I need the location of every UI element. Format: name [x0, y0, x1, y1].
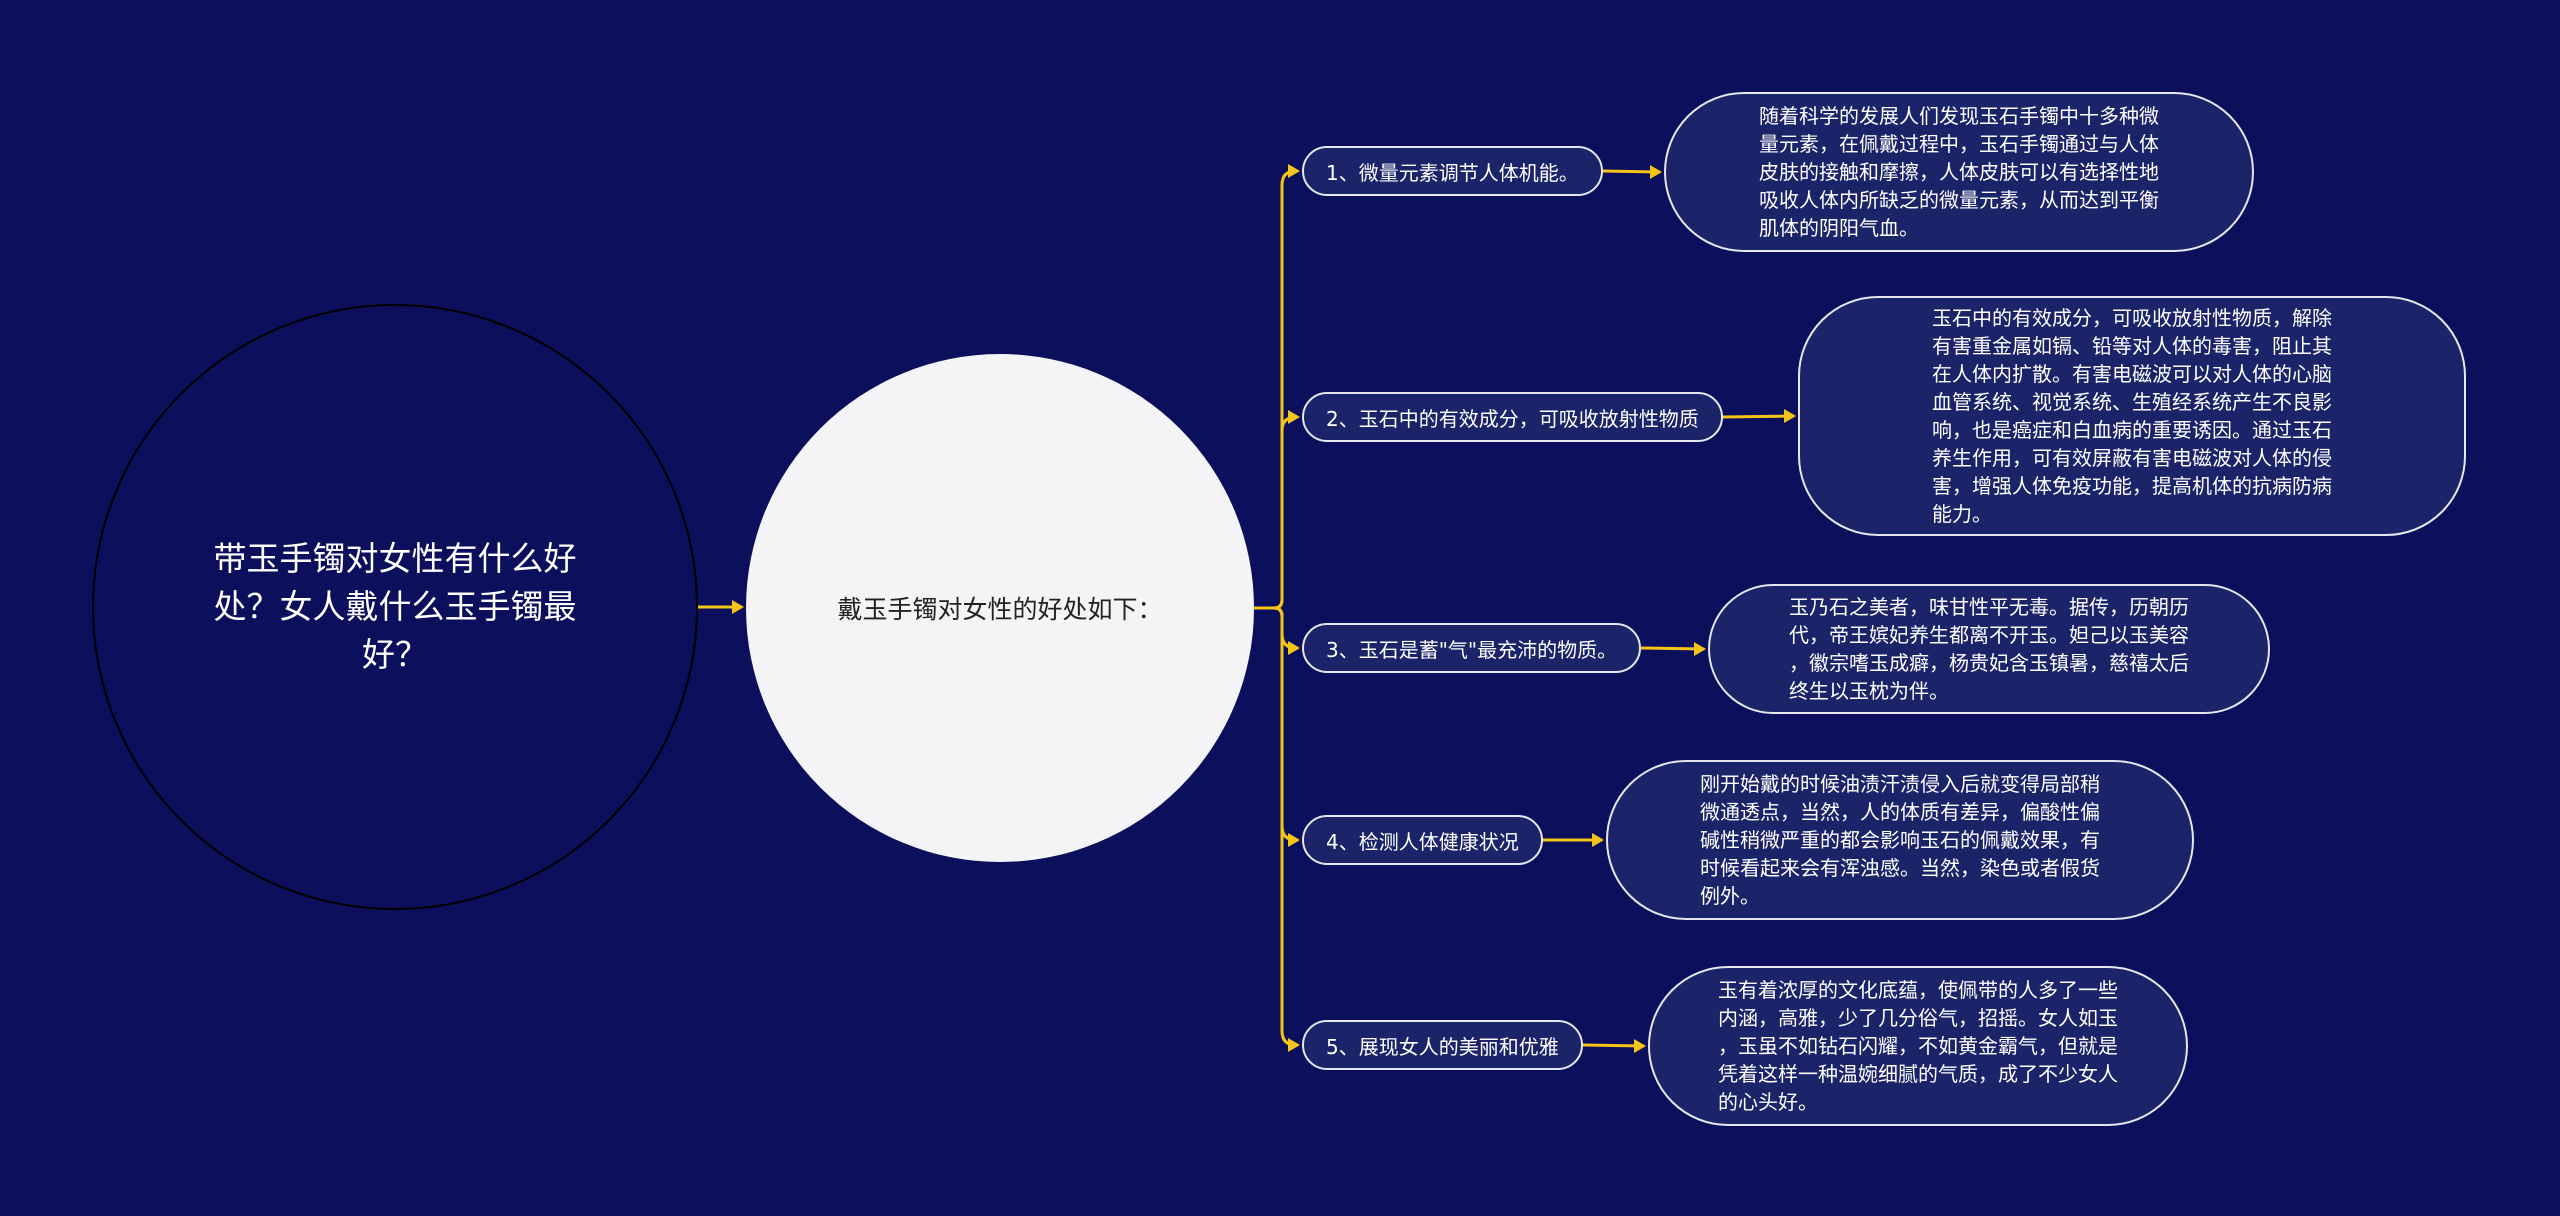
- branch-label: 3、玉石是蓄"气"最充沛的物质。: [1326, 637, 1618, 662]
- detail-node-3[interactable]: 玉乃石之美者，味甘性平无毒。据传，历朝历 代，帝王嫔妃养生都离不开玉。妲己以玉美…: [1708, 584, 2270, 714]
- branch-to-detail-arrow: [1650, 165, 1662, 179]
- detail-node-4[interactable]: 刚开始戴的时候油渍汗渍侵入后就变得局部稍 微通透点，当然，人的体质有差异，偏酸性…: [1606, 760, 2194, 920]
- root-to-center-arrow: [732, 600, 744, 614]
- branch-to-detail-arrow: [1634, 1039, 1646, 1053]
- center-to-branch-arrow: [1288, 833, 1300, 847]
- center-topic-text: 戴玉手镯对女性的好处如下：: [837, 595, 1163, 624]
- center-to-branch-arrow: [1288, 164, 1300, 178]
- detail-text: 玉有着浓厚的文化底蕴，使佩带的人多了一些 内涵，高雅，少了几分俗气，招摇。女人如…: [1718, 978, 2118, 1114]
- branch-to-detail-connector: [1641, 646, 1705, 651]
- root-topic-node[interactable]: 带玉手镯对女性有什么好 处？女人戴什么玉手镯最 好？: [92, 304, 698, 910]
- center-to-branch-connector: [1254, 606, 1298, 1047]
- branch-node-5[interactable]: 5、展现女人的美丽和优雅: [1302, 1020, 1583, 1070]
- detail-text: 刚开始戴的时候油渍汗渍侵入后就变得局部稍 微通透点，当然，人的体质有差异，偏酸性…: [1700, 772, 2100, 908]
- branch-to-detail-connector: [1582, 1043, 1645, 1048]
- branch-node-4[interactable]: 4、检测人体健康状况: [1302, 815, 1543, 865]
- branch-to-detail-arrow: [1694, 642, 1706, 656]
- branch-to-detail-connector: [1722, 414, 1795, 419]
- detail-text: 玉石中的有效成分，可吸收放射性物质，解除 有害重金属如镉、铅等对人体的毒害，阻止…: [1932, 306, 2332, 526]
- branch-node-1[interactable]: 1、微量元素调节人体机能。: [1302, 146, 1603, 196]
- center-to-branch-connector: [1254, 606, 1298, 842]
- center-topic-node[interactable]: 戴玉手镯对女性的好处如下：: [746, 354, 1254, 862]
- root-topic-line: 处？女人戴什么玉手镯最: [213, 587, 577, 626]
- branch-node-2[interactable]: 2、玉石中的有效成分，可吸收放射性物质: [1302, 392, 1723, 442]
- branch-label: 5、展现女人的美丽和优雅: [1326, 1034, 1559, 1059]
- center-to-branch-arrow: [1288, 410, 1300, 424]
- center-to-branch-connector: [1254, 415, 1298, 610]
- detail-text: 随着科学的发展人们发现玉石手镯中十多种微 量元素，在佩戴过程中，玉石手镯通过与人…: [1759, 104, 2159, 240]
- detail-node-2[interactable]: 玉石中的有效成分，可吸收放射性物质，解除 有害重金属如镉、铅等对人体的毒害，阻止…: [1798, 296, 2466, 536]
- center-to-branch-arrow: [1288, 1038, 1300, 1052]
- center-to-branch-connector: [1254, 606, 1298, 650]
- detail-node-1[interactable]: 随着科学的发展人们发现玉石手镯中十多种微 量元素，在佩戴过程中，玉石手镯通过与人…: [1664, 92, 2254, 252]
- branch-node-3[interactable]: 3、玉石是蓄"气"最充沛的物质。: [1302, 623, 1642, 673]
- detail-text: 玉乃石之美者，味甘性平无毒。据传，历朝历 代，帝王嫔妃养生都离不开玉。妲己以玉美…: [1789, 595, 2189, 703]
- root-topic-text: 带玉手镯对女性有什么好 处？女人戴什么玉手镯最 好？: [175, 535, 615, 679]
- branch-label: 1、微量元素调节人体机能。: [1326, 160, 1579, 185]
- branch-label: 2、玉石中的有效成分，可吸收放射性物质: [1326, 406, 1699, 431]
- center-to-branch-connector: [1254, 169, 1298, 610]
- root-topic-line: 好？: [362, 635, 428, 674]
- branch-to-detail-arrow: [1784, 409, 1796, 423]
- root-topic-line: 带玉手镯对女性有什么好: [213, 539, 577, 578]
- detail-node-5[interactable]: 玉有着浓厚的文化底蕴，使佩带的人多了一些 内涵，高雅，少了几分俗气，招摇。女人如…: [1648, 966, 2188, 1126]
- branch-to-detail-arrow: [1592, 833, 1604, 847]
- branch-label: 4、检测人体健康状况: [1326, 829, 1519, 854]
- center-to-branch-arrow: [1288, 641, 1300, 655]
